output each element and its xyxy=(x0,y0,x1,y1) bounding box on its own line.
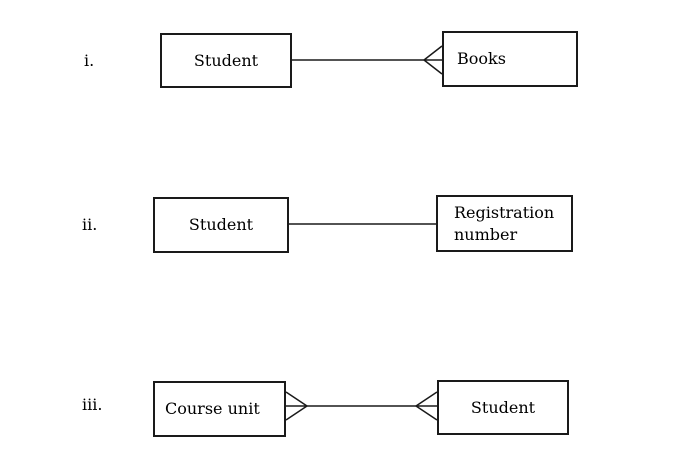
row-label-iii: iii. xyxy=(82,395,103,414)
entity-box-books: Books xyxy=(442,31,578,87)
row-label-ii: ii. xyxy=(82,215,98,234)
entity-box-student-ii: Student xyxy=(153,197,289,253)
entity-box-course-unit: Course unit xyxy=(153,381,286,437)
crow-foot-many-icon xyxy=(415,391,438,421)
entity-box-student-i: Student xyxy=(160,33,292,88)
crow-foot-many-icon xyxy=(285,391,308,421)
row-label-i: i. xyxy=(84,51,95,70)
crow-foot-many-icon xyxy=(423,45,443,75)
entity-box-registration-number: Registration number xyxy=(436,195,573,252)
entity-box-student-iii: Student xyxy=(437,380,569,435)
